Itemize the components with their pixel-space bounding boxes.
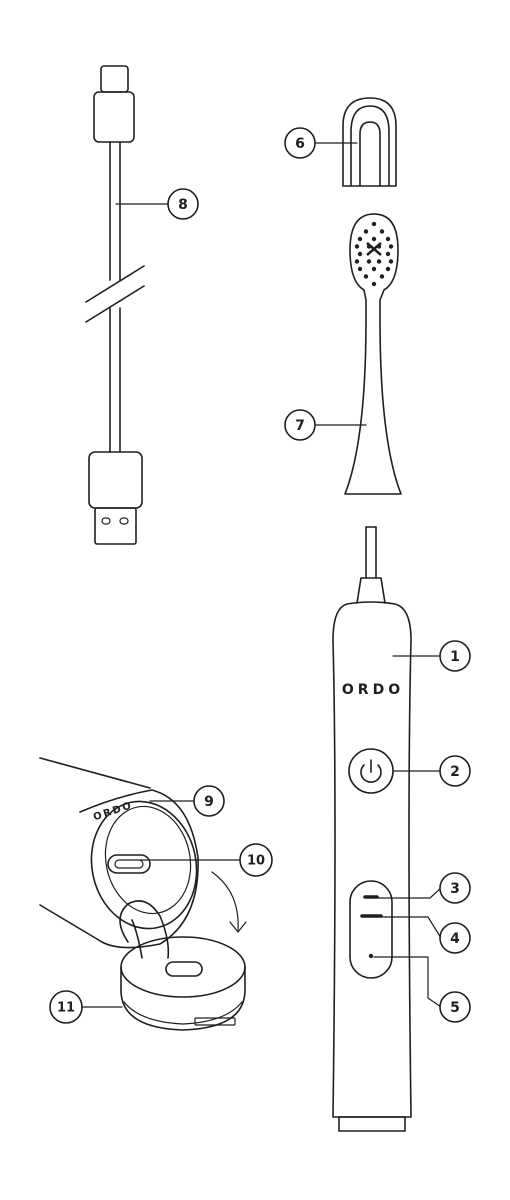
usb-a-hole-right — [120, 518, 128, 524]
callout-9-label: 9 — [204, 794, 214, 810]
upper-plug-body — [94, 92, 134, 142]
bristle-dot — [389, 244, 393, 248]
callout-11-label: 11 — [57, 1001, 75, 1016]
bristle-dot — [386, 237, 390, 241]
callout-8: 8 — [168, 189, 198, 219]
bristle-dot — [380, 274, 384, 278]
lid-contact-slot-inner — [115, 860, 143, 868]
power-icon — [361, 760, 381, 782]
cap-inner-wall — [351, 106, 389, 186]
callout-8-label: 8 — [178, 197, 188, 213]
handle-end-top-edge — [40, 758, 150, 788]
bristle-dot — [358, 237, 362, 241]
hinge-strap-outer — [120, 901, 168, 958]
bristle-dot — [389, 259, 393, 263]
usb-c-tip — [101, 66, 128, 92]
bristle-dot — [355, 244, 359, 248]
brush-head — [316, 214, 401, 494]
bristle-dot — [372, 282, 376, 286]
callout-9: 9 — [194, 786, 224, 816]
lid-contact-slot — [108, 855, 150, 873]
callout-3: 3 — [440, 873, 470, 903]
handle-base — [339, 1117, 405, 1131]
callout-7-label: 7 — [295, 418, 305, 434]
bristle-dot — [367, 259, 371, 263]
callout-1-label: 1 — [450, 649, 460, 665]
mode-indicator-dot — [369, 954, 373, 958]
callout-4: 4 — [440, 923, 470, 953]
callout-10-label: 10 — [247, 854, 265, 869]
charger-base-top — [121, 937, 245, 997]
callout-2-label: 2 — [450, 764, 460, 780]
rotation-arrow-arc — [212, 872, 238, 930]
callout-11: 11 — [50, 991, 82, 1023]
collar — [357, 578, 385, 603]
callout-2: 2 — [440, 756, 470, 786]
lower-plug-body — [89, 452, 142, 508]
handle-brand-label: ORDO — [342, 682, 404, 698]
bristle-dot — [372, 237, 376, 241]
bristle-dot — [358, 252, 362, 256]
usb-cable — [86, 66, 168, 544]
bristle-dot — [364, 274, 368, 278]
hinge-strap-inner — [132, 920, 142, 958]
handle-body — [333, 602, 411, 1117]
bristle-dot — [358, 267, 362, 271]
callout-4-label: 4 — [450, 931, 460, 947]
callout-3-label: 3 — [450, 881, 460, 897]
cap-brush-slot — [360, 122, 380, 186]
bristle-dot — [377, 259, 381, 263]
callout-7: 7 — [285, 410, 315, 440]
charger-base-band — [124, 1002, 242, 1024]
base-contact — [166, 962, 202, 976]
leader-5 — [374, 957, 441, 1007]
bristle-dot — [372, 267, 376, 271]
usb-a-connector — [95, 508, 136, 544]
break-mark-1 — [86, 266, 144, 302]
bristle-dot — [364, 229, 368, 233]
toothbrush-handle: ORDO — [333, 527, 441, 1131]
handle-end-bottom-edge — [40, 905, 102, 942]
brush-cap — [316, 98, 396, 186]
bristle-dot — [386, 252, 390, 256]
brush-head-outline — [345, 214, 401, 494]
callout-1: 1 — [440, 641, 470, 671]
usb-a-hole-left — [102, 518, 110, 524]
bristle-dot — [380, 229, 384, 233]
leader-4 — [382, 917, 441, 938]
callout-5: 5 — [440, 992, 470, 1022]
brush-head-bristles — [355, 222, 393, 286]
callout-5-label: 5 — [450, 1000, 460, 1016]
bristle-dot — [355, 259, 359, 263]
break-mark-2 — [86, 286, 144, 322]
callout-6: 6 — [285, 128, 315, 158]
bristle-dot — [372, 222, 376, 226]
bristle-dot — [386, 267, 390, 271]
callout-10: 10 — [240, 844, 272, 876]
callout-6-label: 6 — [295, 136, 305, 152]
charger-brand-label: ORDO — [92, 800, 134, 823]
